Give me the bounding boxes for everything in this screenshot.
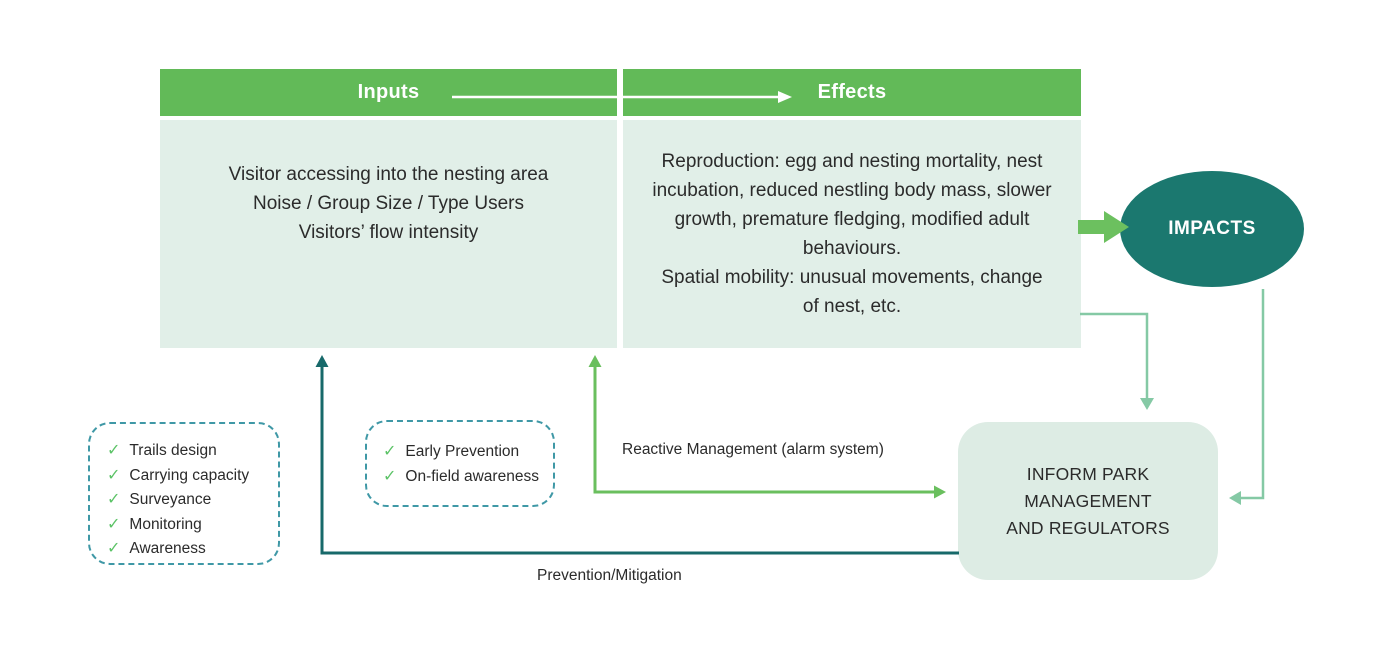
checklist-item: ✓ Surveyance [107, 488, 278, 513]
inform-line: INFORM PARK [1026, 463, 1150, 484]
checklist-item-label: Early Prevention [405, 443, 520, 460]
prevention-checklist-box: ✓ Trails design ✓ Carrying capacity ✓ Su… [88, 422, 280, 565]
impacts-node: IMPACTS [1120, 171, 1304, 287]
effects-header: Effects [623, 69, 1081, 116]
checklist-item: ✓ Trails design [107, 439, 278, 464]
effects-header-label: Effects [817, 81, 887, 103]
effects-paragraph-reproduction: Reproduction: egg and nesting mortality,… [652, 151, 1052, 259]
inputs-line: Noise / Group Size / Type Users [252, 193, 525, 214]
inform-line: MANAGEMENT [1024, 490, 1152, 511]
check-icon: ✓ [107, 442, 121, 459]
inputs-line: Visitor accessing into the nesting area [228, 164, 549, 185]
inputs-header: Inputs [160, 69, 617, 116]
effects-to-inform-connector [1080, 312, 1154, 410]
inputs-header-label: Inputs [357, 81, 420, 103]
checklist-item: ✓ Carrying capacity [107, 464, 278, 489]
checklist-item-label: Surveyance [129, 491, 212, 508]
check-icon: ✓ [383, 443, 397, 460]
inform-park-management-node: INFORM PARK MANAGEMENT AND REGULATORS [958, 422, 1218, 580]
inputs-panel: Visitor accessing into the nesting area … [160, 120, 617, 348]
check-icon: ✓ [107, 515, 121, 533]
prevention-mitigation-label: Prevention/Mitigation [537, 567, 682, 584]
impacts-to-inform-connector [1229, 289, 1265, 505]
check-icon: ✓ [107, 540, 121, 557]
checklist-item: ✓ Awareness [107, 537, 278, 562]
checklist-item-label: Monitoring [129, 515, 202, 533]
checklist-item: ✓ Monitoring [107, 513, 278, 538]
reactive-management-label: Reactive Management (alarm system) [622, 441, 884, 458]
checklist-item-label: Carrying capacity [129, 466, 250, 484]
checklist-item-label: Awareness [129, 540, 206, 557]
impacts-label: IMPACTS [1168, 218, 1256, 239]
effects-paragraph-spatial: Spatial mobility: unusual movements, cha… [661, 267, 1043, 317]
inform-line: AND REGULATORS [1006, 517, 1170, 538]
early-prevention-checklist-box: ✓ Early Prevention ✓ On-field awareness [365, 420, 555, 507]
check-icon: ✓ [107, 466, 121, 484]
checklist-item: ✓ Early Prevention [383, 439, 553, 464]
effects-panel: Reproduction: egg and nesting mortality,… [623, 120, 1081, 348]
checklist-item: ✓ On-field awareness [383, 464, 553, 489]
check-icon: ✓ [107, 491, 121, 508]
reactive-management-connector [588, 355, 946, 499]
checklist-item-label: Trails design [129, 442, 217, 459]
check-icon: ✓ [383, 468, 397, 485]
inputs-line: Visitors’ flow intensity [298, 222, 479, 243]
checklist-item-label: On-field awareness [405, 468, 539, 485]
